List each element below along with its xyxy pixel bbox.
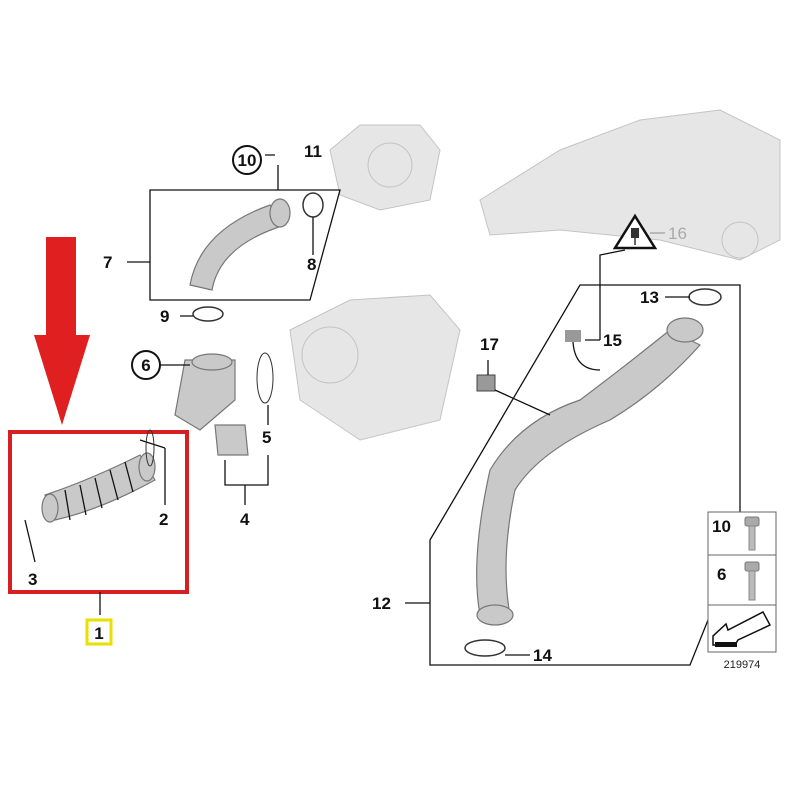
bolt-icon	[744, 516, 760, 551]
diagram-reference-number: 219974	[724, 659, 761, 671]
callout-10: 10	[238, 151, 257, 170]
pipe-part-7	[189, 198, 291, 291]
legend-row-10: 10	[712, 517, 731, 536]
callout-7: 7	[103, 253, 112, 272]
callout-4: 4	[240, 510, 250, 529]
callout-14: 14	[533, 646, 552, 665]
callout-12: 12	[372, 594, 391, 613]
electrical-warning-icon	[612, 213, 658, 250]
fastener-legend: 10 6 219974	[707, 511, 777, 671]
bolt-icon	[744, 561, 760, 601]
callout-5: 5	[262, 428, 271, 447]
highlight-arrow	[34, 237, 90, 425]
callout-11: 11	[304, 142, 322, 161]
callout-15: 15	[603, 331, 622, 350]
callout-6: 6	[141, 356, 150, 375]
sensor-part-15	[565, 330, 601, 371]
charge-air-hose-part	[41, 452, 156, 523]
callout-8: 8	[307, 255, 316, 274]
exhaust-manifold-ghost	[479, 109, 781, 261]
clip-part-17	[476, 360, 551, 416]
callout-17: 17	[480, 335, 499, 354]
turbocharger-ghost-top	[329, 124, 441, 211]
callout-3: 3	[28, 570, 37, 589]
callout-13: 13	[640, 288, 659, 307]
charge-air-pipe-part-12	[476, 317, 704, 626]
callout-16: 16	[668, 224, 687, 243]
valve-part-6	[174, 353, 249, 456]
direction-arrow-icon	[712, 610, 772, 647]
callout-9: 9	[160, 307, 169, 326]
callout-2: 2	[159, 510, 168, 529]
turbocharger-ghost-middle	[289, 294, 461, 441]
legend-row-6: 6	[717, 565, 726, 584]
highlight-box	[8, 430, 189, 594]
callout-1: 1	[94, 624, 103, 643]
